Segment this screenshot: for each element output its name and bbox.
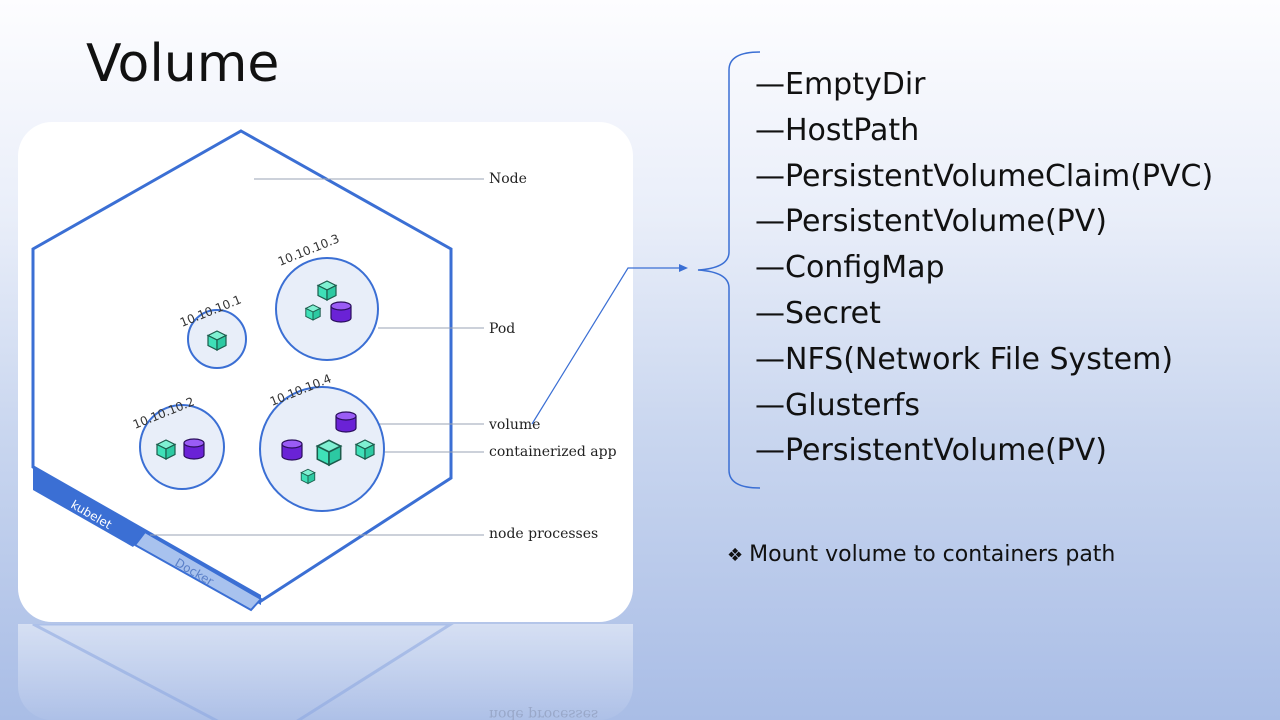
list-brace: [697, 51, 761, 489]
slide-title: Volume: [86, 34, 280, 94]
callout-line: [531, 267, 686, 425]
docker-band: [133, 530, 263, 612]
volume-type-item: —PersistentVolume(PV): [755, 433, 1108, 469]
volume-types-list: —EmptyDir —HostPath —PersistentVolumeCla…: [755, 62, 1213, 474]
mount-note: ❖Mount volume to containers path: [727, 542, 1115, 567]
volume-type-item: —NFS(Network File System): [755, 341, 1174, 377]
volume-type-item: —Glusterfs: [755, 387, 920, 423]
volume-type-item: —PersistentVolumeClaim(PVC): [755, 158, 1214, 194]
volume-type-item: —ConfigMap: [755, 250, 945, 286]
volume-type-item: —HostPath: [755, 112, 920, 148]
process-band: [33, 467, 145, 547]
node-diagram: kubelet Docker Node Pod volume container…: [18, 122, 633, 622]
callout-arrowhead: [679, 264, 688, 272]
diagram-reflection: node processes: [18, 624, 633, 720]
diamond-bullet-icon: ❖: [727, 545, 744, 566]
reflection-text: node processes: [489, 706, 598, 720]
containerized-app-label: containerized app: [489, 444, 617, 460]
node-processes-label: node processes: [489, 526, 598, 542]
volume-type-item: —EmptyDir: [755, 67, 926, 102]
pod-label: Pod: [489, 321, 515, 337]
volume-type-item: —PersistentVolume(PV): [755, 204, 1108, 240]
mount-note-text: Mount volume to containers path: [749, 542, 1116, 567]
volume-label: volume: [488, 417, 540, 433]
volume-type-item: —Secret: [755, 295, 881, 331]
node-label: Node: [489, 171, 527, 187]
node-diagram-svg: kubelet Docker Node Pod volume container…: [31, 129, 617, 612]
pod-4: 10.10.10.4: [259, 371, 385, 512]
